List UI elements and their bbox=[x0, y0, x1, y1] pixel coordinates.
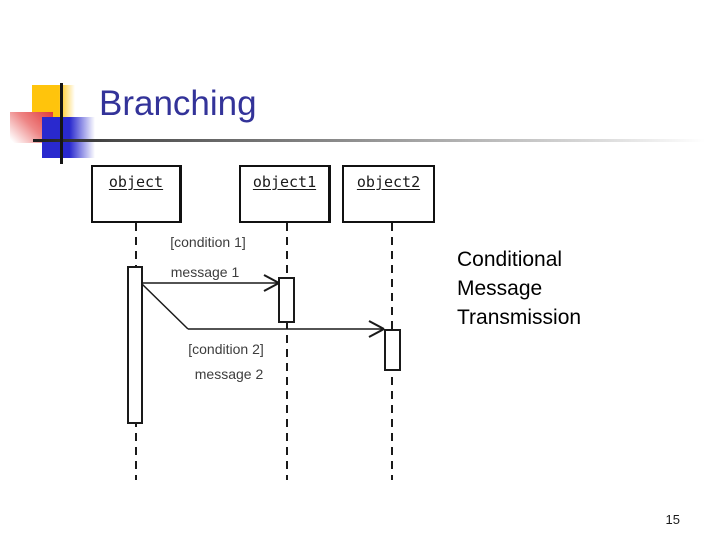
sequence-diagram-canvas bbox=[127, 223, 401, 480]
title-underline-rule bbox=[33, 139, 705, 142]
object-box-object2: object2 bbox=[342, 165, 435, 223]
object-box-label: object bbox=[108, 173, 164, 191]
page-number: 15 bbox=[665, 512, 680, 527]
message2-arrowhead-icon bbox=[368, 328, 385, 338]
object-box-object: object bbox=[91, 165, 182, 223]
condition1-label: [condition 1] bbox=[170, 234, 246, 250]
message1-arrowhead-icon bbox=[263, 274, 280, 284]
sequence-diagram: object object1 object2 [condition 1] mes… bbox=[85, 160, 465, 490]
message1-arrowhead-icon bbox=[263, 282, 280, 292]
caption-text: Conditional Message Transmission bbox=[457, 248, 582, 329]
activation-bar-object2 bbox=[384, 329, 401, 371]
activation-bar-object1 bbox=[278, 277, 295, 323]
message2-arrowhead-icon bbox=[368, 320, 385, 330]
message1-label: message 1 bbox=[170, 264, 240, 280]
message2-label: message 2 bbox=[194, 366, 264, 382]
object-box-label: object2 bbox=[356, 173, 421, 191]
decoration-vertical-line bbox=[60, 83, 63, 164]
object-box-object1: object1 bbox=[239, 165, 331, 223]
decoration-blue-square bbox=[42, 117, 95, 158]
activation-bar-object bbox=[127, 266, 143, 424]
condition2-label: [condition 2] bbox=[188, 341, 264, 357]
slide-title: Branching bbox=[99, 84, 257, 123]
object-box-label: object1 bbox=[252, 173, 317, 191]
branch-diagonal-line bbox=[141, 283, 189, 330]
